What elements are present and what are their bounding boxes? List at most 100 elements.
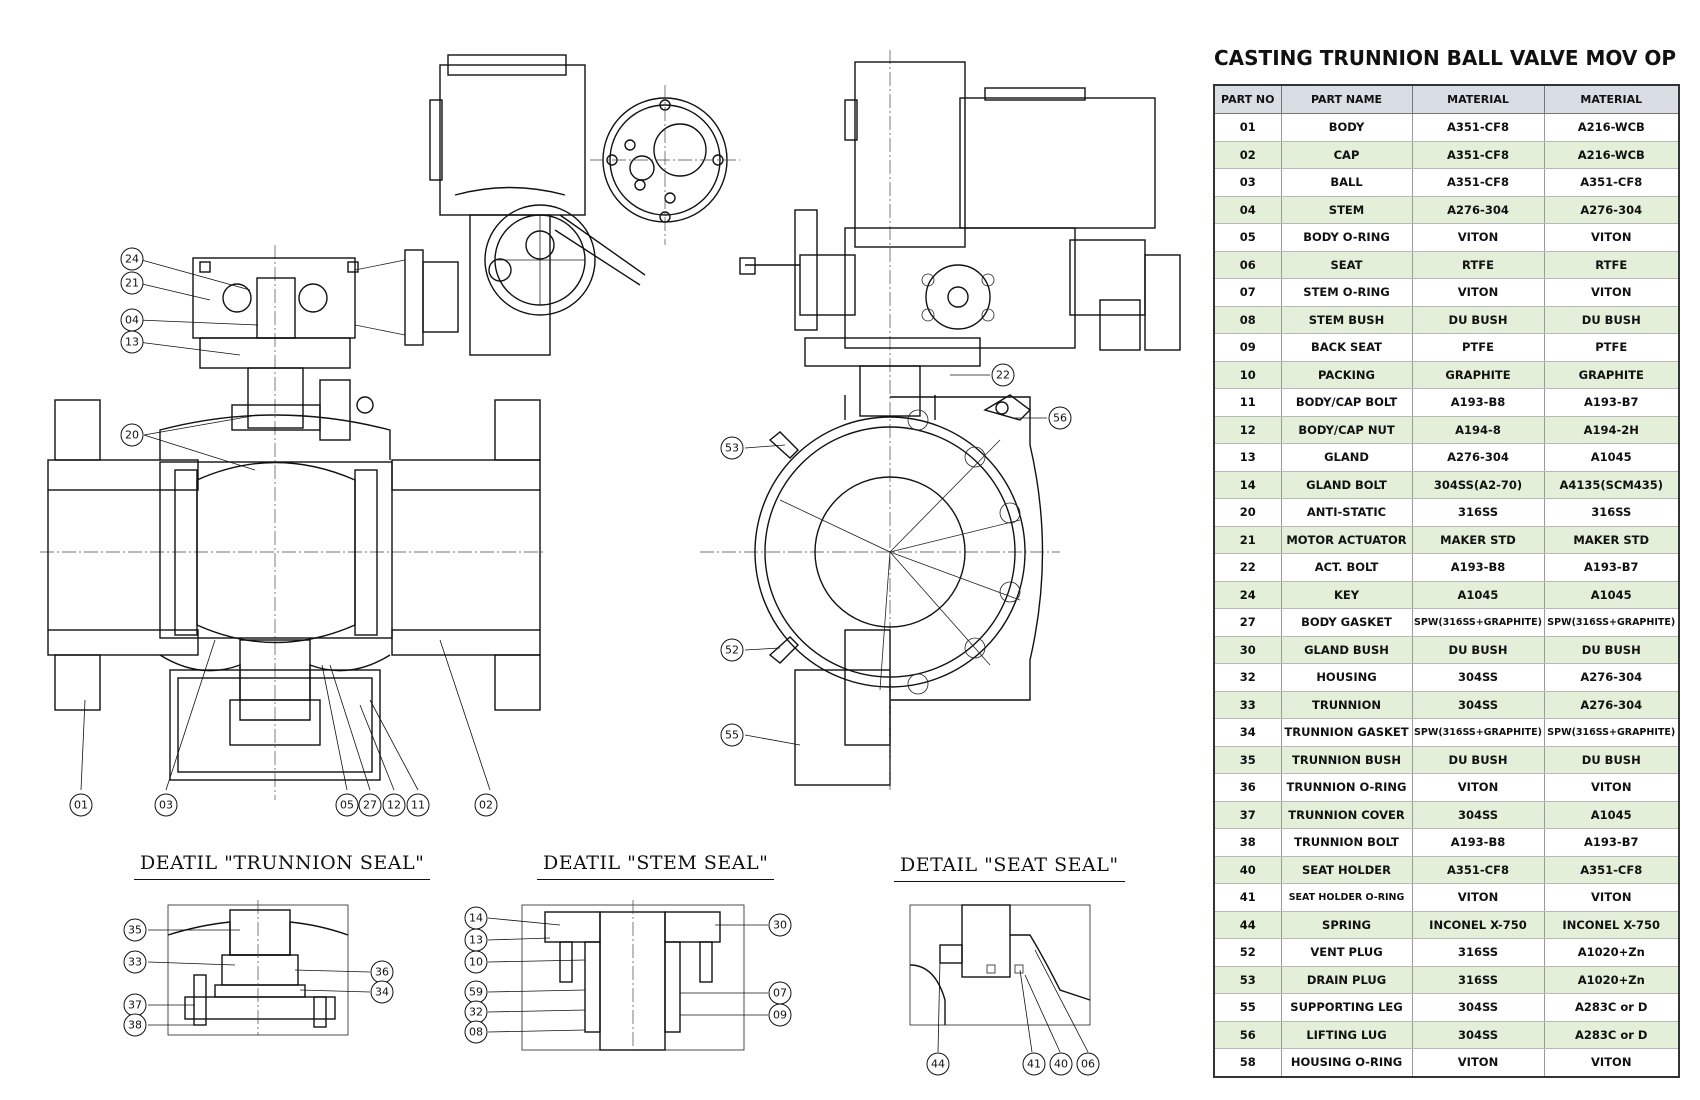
part-no-cell: 08 <box>1213 306 1282 334</box>
part-no-cell: 37 <box>1213 801 1282 829</box>
material-1-cell: VITON <box>1411 773 1545 802</box>
table-header-row: PART NO PART NAME MATERIAL MATERIAL <box>1213 84 1680 114</box>
material-2-cell: VITON <box>1543 1048 1680 1077</box>
part-no-cell: 44 <box>1213 911 1282 939</box>
callout-44: 44 <box>931 1058 945 1071</box>
part-no-cell: 34 <box>1213 718 1282 747</box>
material-2-cell: RTFE <box>1543 251 1680 279</box>
callout-35: 35 <box>128 924 142 937</box>
part-no-cell: 05 <box>1213 223 1282 252</box>
part-no-cell: 13 <box>1213 443 1282 472</box>
part-name-cell: DRAIN PLUG <box>1280 966 1413 994</box>
part-no-cell: 56 <box>1213 1021 1282 1049</box>
material-2-cell: A1045 <box>1543 581 1680 609</box>
material-1-cell: 316SS <box>1411 966 1545 994</box>
material-1-cell: MAKER STD <box>1411 526 1545 554</box>
part-name-cell: STEM BUSH <box>1280 306 1413 334</box>
material-2-cell: A1020+Zn <box>1543 938 1680 967</box>
material-1-cell: 304SS <box>1411 663 1545 692</box>
detail-title-seat: DETAIL "SEAT SEAL" <box>894 854 1125 882</box>
material-2-cell: A216-WCB <box>1543 113 1680 142</box>
callout-37: 37 <box>128 999 142 1012</box>
header-part-no: PART NO <box>1213 84 1282 114</box>
material-2-cell: MAKER STD <box>1543 526 1680 554</box>
part-name-cell: STEM O-RING <box>1280 278 1413 307</box>
material-2-cell: A283C or D <box>1543 1021 1680 1049</box>
callout-02: 02 <box>479 799 493 812</box>
material-2-cell: VITON <box>1543 223 1680 252</box>
callout-04: 04 <box>125 314 139 327</box>
callout-40: 40 <box>1054 1058 1068 1071</box>
detail-seat-seal: 44 41 40 06 <box>909 904 1100 1076</box>
material-1-cell: SPW(316SS+GRAPHITE) <box>1411 608 1545 637</box>
part-name-cell: BACK SEAT <box>1280 333 1413 362</box>
detail-trunnion-seal: 35 33 37 38 36 34 <box>123 900 394 1037</box>
material-2-cell: A1045 <box>1543 801 1680 829</box>
detail-stem-seal: 14 13 10 59 32 08 30 07 09 <box>464 900 792 1051</box>
part-name-cell: BODY O-RING <box>1280 223 1413 252</box>
part-name-cell: ANTI-STATIC <box>1280 498 1413 527</box>
material-2-cell: A1045 <box>1543 443 1680 472</box>
material-2-cell: A193-B7 <box>1543 828 1680 857</box>
material-2-cell: A351-CF8 <box>1543 168 1680 197</box>
material-1-cell: A351-CF8 <box>1411 141 1545 169</box>
callout-32: 32 <box>469 1006 483 1019</box>
material-2-cell: A194-2H <box>1543 416 1680 444</box>
front-view: 24 21 04 13 20 01 03 05 27 12 11 02 <box>40 54 740 817</box>
callout-13: 13 <box>125 336 139 349</box>
material-1-cell: RTFE <box>1411 251 1545 279</box>
material-2-cell: A193-B7 <box>1543 553 1680 582</box>
callout-33: 33 <box>128 956 142 969</box>
part-no-cell: 22 <box>1213 553 1282 582</box>
callout-14: 14 <box>469 912 483 925</box>
callout-09: 09 <box>773 1009 787 1022</box>
material-1-cell: 316SS <box>1411 938 1545 967</box>
part-name-cell: GLAND BUSH <box>1280 636 1413 664</box>
part-no-cell: 14 <box>1213 471 1282 499</box>
material-1-cell: VITON <box>1411 883 1545 912</box>
part-no-cell: 40 <box>1213 856 1282 884</box>
part-no-cell: 55 <box>1213 993 1282 1022</box>
material-2-cell: A4135(SCM435) <box>1543 471 1680 499</box>
material-1-cell: VITON <box>1411 1048 1545 1077</box>
part-no-cell: 32 <box>1213 663 1282 692</box>
material-1-cell: A193-B8 <box>1411 388 1545 417</box>
part-name-cell: TRUNNION O-RING <box>1280 773 1413 802</box>
part-no-cell: 36 <box>1213 773 1282 802</box>
callout-55: 55 <box>725 729 739 742</box>
material-1-cell: A194-8 <box>1411 416 1545 444</box>
header-material-1: MATERIAL <box>1411 84 1545 114</box>
part-no-cell: 01 <box>1213 113 1282 142</box>
material-1-cell: VITON <box>1411 278 1545 307</box>
part-name-cell: TRUNNION BUSH <box>1280 746 1413 774</box>
callout-10: 10 <box>469 956 483 969</box>
part-name-cell: SEAT HOLDER O-RING <box>1280 883 1413 912</box>
material-2-cell: VITON <box>1543 883 1680 912</box>
material-1-cell: 304SS <box>1411 1021 1545 1049</box>
callout-27: 27 <box>363 799 377 812</box>
material-2-cell: A351-CF8 <box>1543 856 1680 884</box>
part-name-cell: SUPPORTING LEG <box>1280 993 1413 1022</box>
part-name-cell: TRUNNION BOLT <box>1280 828 1413 857</box>
material-2-cell: SPW(316SS+GRAPHITE) <box>1543 718 1680 747</box>
material-1-cell: VITON <box>1411 223 1545 252</box>
material-2-cell: VITON <box>1543 773 1680 802</box>
part-name-cell: TRUNNION COVER <box>1280 801 1413 829</box>
